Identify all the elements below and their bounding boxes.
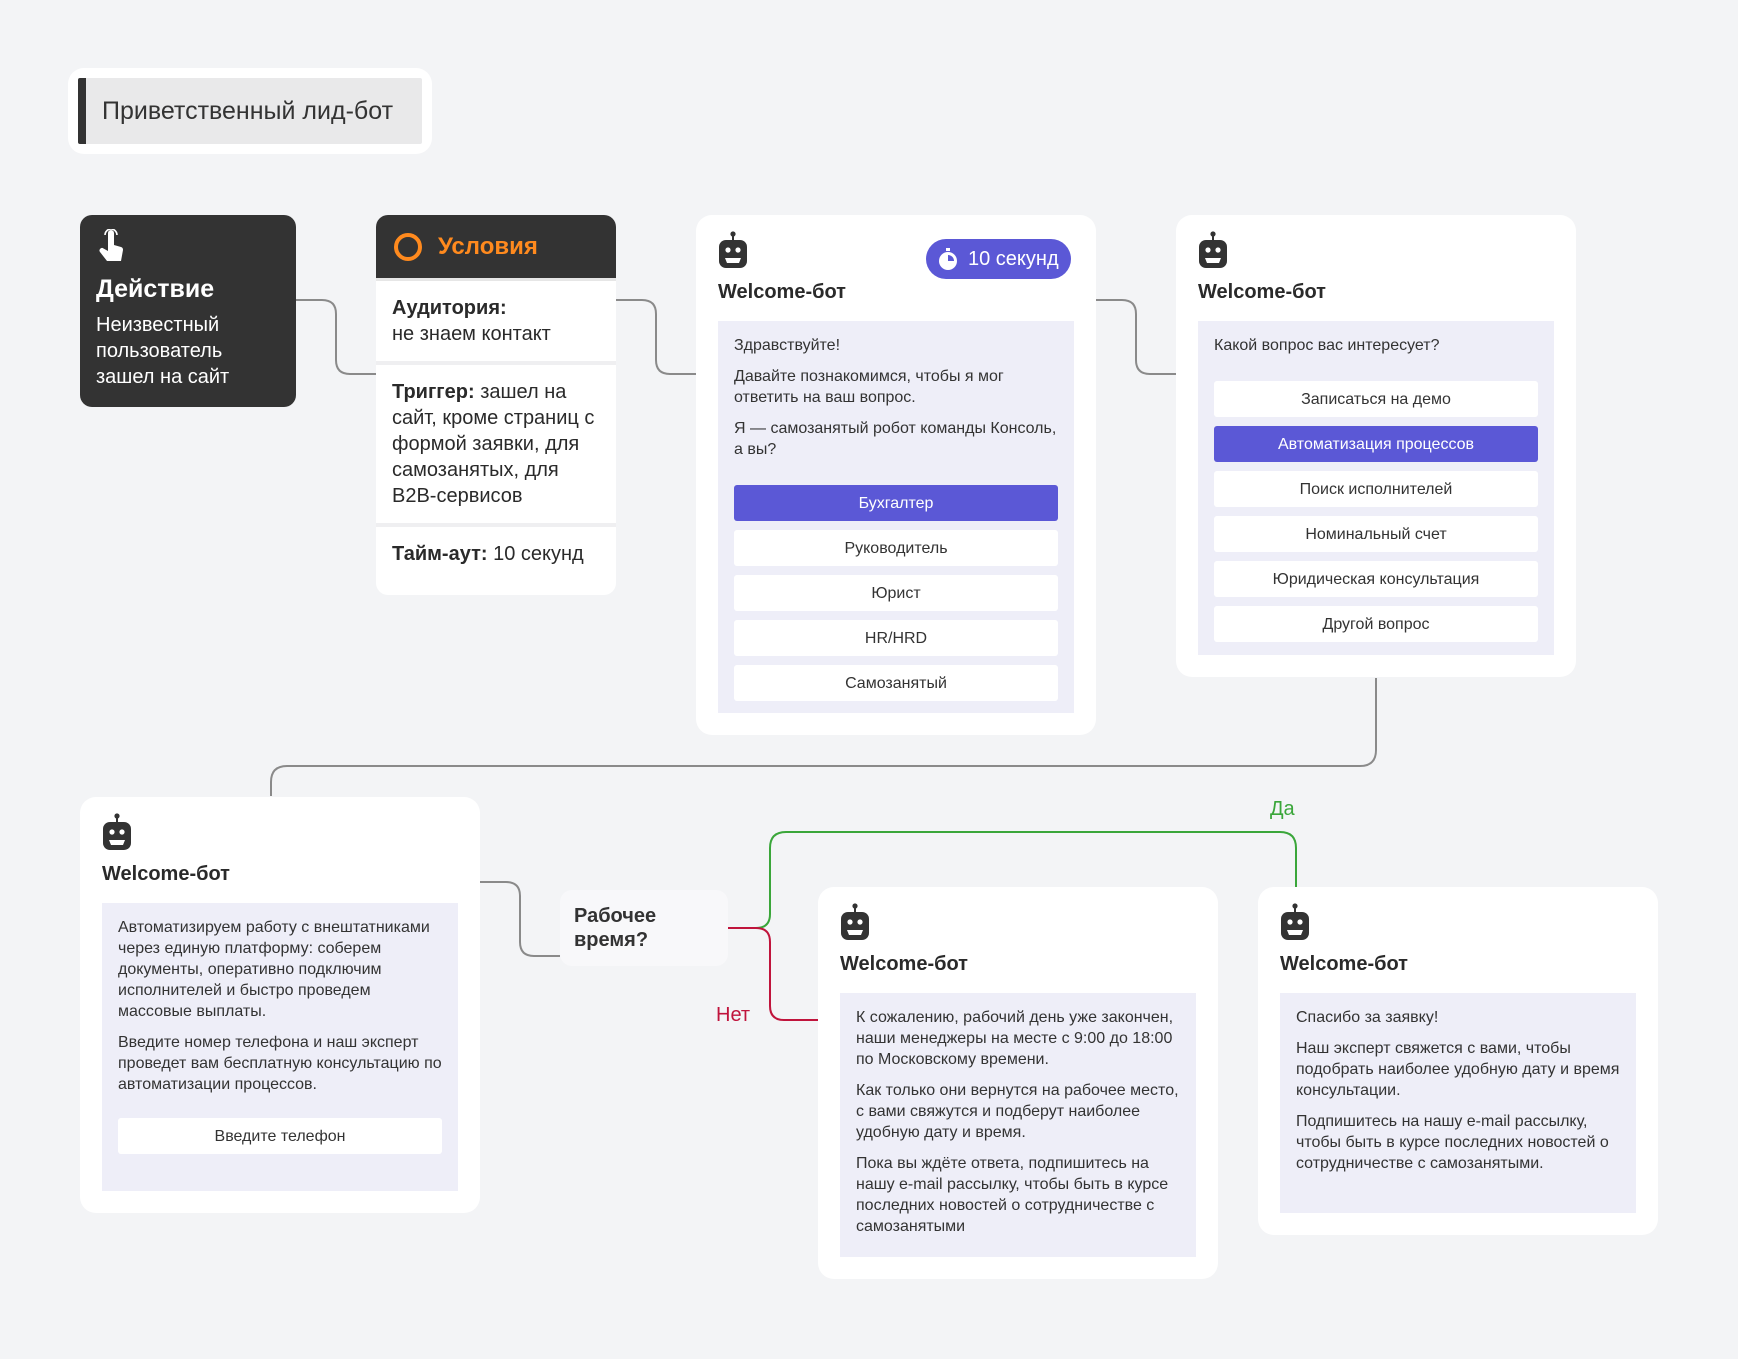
work-time-condition[interactable]: Рабочее время? [560,890,728,966]
flow-title-box: Приветственный лид-бот [68,68,432,154]
connector-bot1-bot2 [1096,299,1176,375]
phone-input[interactable]: Введите телефон [118,1118,442,1154]
option-button-selfemployed[interactable]: Самозанятый [734,665,1058,701]
option-button-search[interactable]: Поиск исполнителей [1214,471,1538,507]
message-line: Подпишитесь на нашу e-mail рассылку, что… [1296,1113,1609,1172]
option-button-legal[interactable]: Юридическая консультация [1214,561,1538,597]
trigger-value: зашел на сайт, кроме страниц с формой за… [392,381,595,507]
message-line: Пока вы ждёте ответа, подпишитесь на наш… [856,1155,1169,1235]
conditions-timeout: Тайм-аут: 10 секунд [376,527,616,581]
connector-conditions-bot1 [616,299,696,375]
timeout-label: Тайм-аут: [392,543,488,565]
robot-icon [1281,903,1309,940]
message-line: Я — самозанятый робот команды Консоль, а… [734,420,1057,458]
option-button-accountant[interactable]: Бухгалтер [734,485,1058,521]
bot-name: Welcome-бот [1198,281,1326,303]
conditions-node[interactable]: Условия Аудитория: не знаем контакт Триг… [376,215,616,595]
bot-message: Здравствуйте! Давайте познакомимся, чтоб… [718,321,1074,713]
divider [376,523,616,527]
option-button-nominal-account[interactable]: Номинальный счет [1214,516,1538,552]
conditions-header: Условия [376,215,616,281]
action-node[interactable]: Действие Неизвестный пользователь зашел … [80,215,296,407]
action-heading: Действие [96,275,215,303]
divider [376,361,616,365]
flow-title: Приветственный лид-бот [78,78,422,144]
stopwatch-icon [939,248,957,270]
message-line: Как только они вернутся на рабочее место… [856,1082,1179,1141]
timeout-value: 10 секунд [493,543,584,565]
option-button-automation[interactable]: Автоматизация процессов [1214,426,1538,462]
action-text: Неизвестный пользователь зашел на сайт [96,314,230,388]
option-button-manager[interactable]: Руководитель [734,530,1058,566]
message-line: Здравствуйте! [734,337,841,354]
conditions-trigger: Триггер: зашел на сайт, кроме страниц с … [376,365,616,523]
no-label: Нет [716,1004,751,1026]
message-line: К сожалению, рабочий день уже закончен, … [856,1009,1174,1068]
timer-badge: 10 секунд [926,239,1071,279]
bot-message: Спасибо за заявку! Наш эксперт свяжется … [1280,993,1636,1213]
bot-node-thanks[interactable]: Welcome-бот Спасибо за заявку! Наш экспе… [1258,887,1658,1235]
conditions-audience: Аудитория: не знаем контакт [376,281,616,361]
circle-icon [394,232,422,261]
message-line: Давайте познакомимся, чтобы я мог ответи… [734,368,1004,406]
bot-node-question[interactable]: Welcome-бот Какой вопрос вас интересует?… [1176,215,1576,677]
option-button-hr[interactable]: HR/HRD [734,620,1058,656]
option-button-lawyer[interactable]: Юрист [734,575,1058,611]
message-line: Спасибо за заявку! [1296,1009,1439,1026]
robot-icon [103,813,131,850]
bot-node-greeting[interactable]: Welcome-бот Здравствуйте! Давайте познак… [696,215,1096,735]
message-line: Наш эксперт свяжется с вами, чтобы подоб… [1296,1040,1620,1099]
yes-label: Да [1270,798,1295,820]
audience-label: Аудитория: [392,297,507,319]
message-line: Автоматизируем работу с внештатниками че… [118,919,430,1020]
bot-node-automation[interactable]: Welcome-бот Автоматизируем работу с внеш… [80,797,480,1213]
message-line: Введите номер телефона и наш эксперт про… [118,1034,442,1093]
robot-icon [719,231,747,268]
connector-action-conditions [296,299,376,375]
bot-name: Welcome-бот [840,953,968,975]
bot-name: Welcome-бот [1280,953,1408,975]
bot-message: Какой вопрос вас интересует? Записаться … [1198,321,1554,655]
bot-message: Автоматизируем работу с внештатниками че… [102,903,458,1191]
timer-text: 10 секунд [968,247,1059,270]
trigger-label: Триггер: [392,381,475,403]
bot-message: К сожалению, рабочий день уже закончен, … [840,993,1196,1257]
conditions-heading: Условия [438,232,538,260]
bot-name: Welcome-бот [102,863,230,885]
bot-name: Welcome-бот [718,281,846,303]
option-button-other[interactable]: Другой вопрос [1214,606,1538,642]
hand-pointer-icon [99,229,124,261]
connector-bot3-worktime [480,881,560,957]
option-button-demo[interactable]: Записаться на демо [1214,381,1538,417]
audience-value: не знаем контакт [392,323,551,345]
message-line: Какой вопрос вас интересует? [1214,337,1440,354]
robot-icon [1199,231,1227,268]
robot-icon [841,903,869,940]
bot-node-off-hours[interactable]: Welcome-бот К сожалению, рабочий день уж… [818,887,1218,1279]
